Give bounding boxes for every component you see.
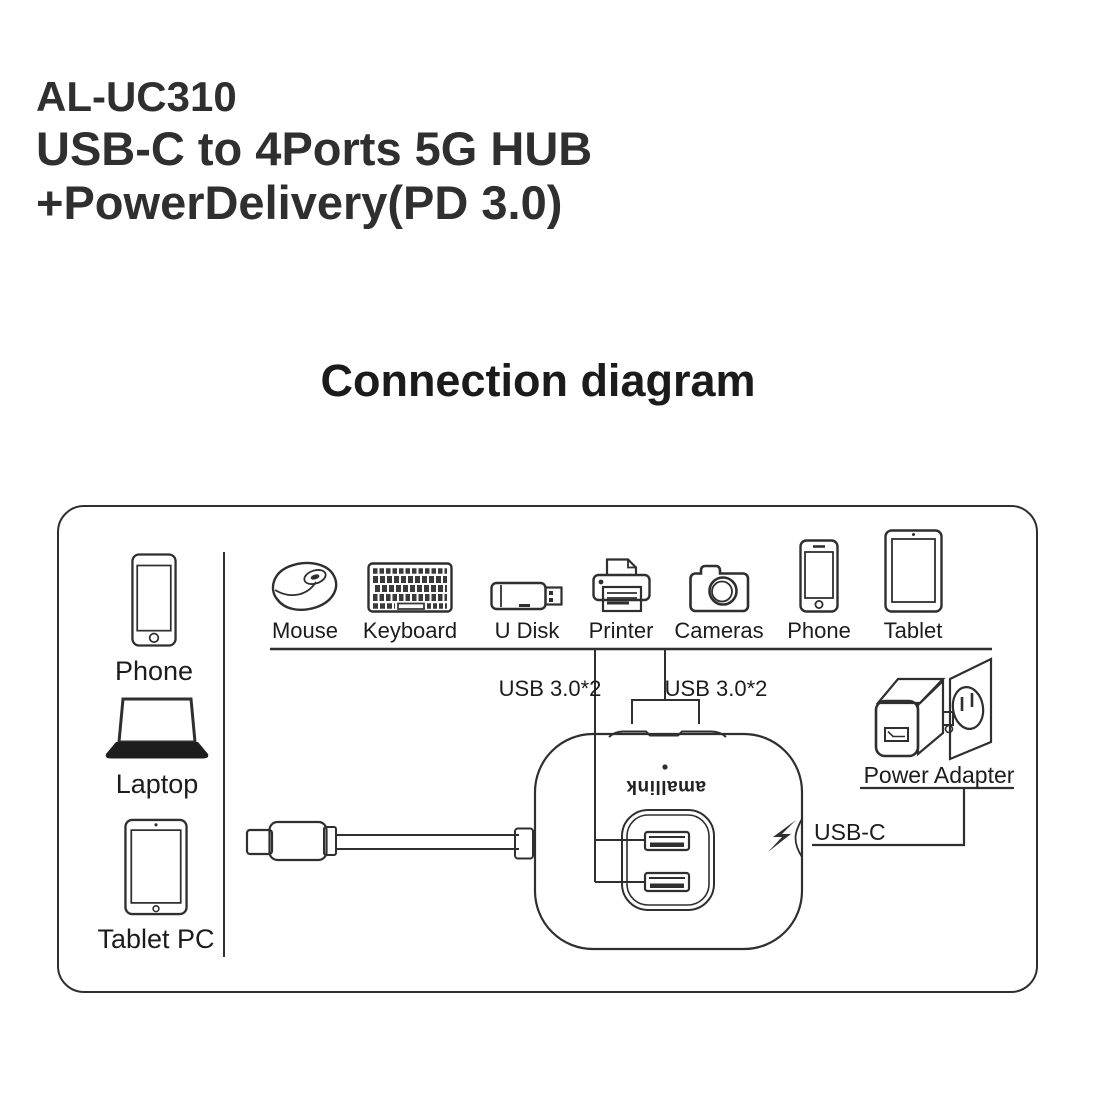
device-label: Keyboard <box>362 618 458 643</box>
icon-slot <box>799 527 839 613</box>
usb3-right-bracket <box>631 699 700 724</box>
hub-top-ports-lip <box>608 730 727 738</box>
laptop-icon <box>105 697 209 759</box>
power-adapter-label: Power Adapter <box>863 762 1015 788</box>
device-label: Tablet <box>883 618 943 643</box>
device-u-disk: U Disk <box>452 527 602 644</box>
device-printer: Printer <box>546 527 696 644</box>
adapter-usb-port-detail <box>887 730 905 738</box>
device-label: U Disk <box>494 618 560 643</box>
port-branch-lines <box>595 839 645 883</box>
icon-slot <box>268 527 342 613</box>
power-adapter-icon <box>874 657 993 761</box>
usb-a-port-1-tongue <box>650 842 684 847</box>
usb-a-port-2-tongue <box>650 883 684 888</box>
device-cameras: Cameras <box>644 527 794 644</box>
hub-usb-port-panel <box>621 809 715 911</box>
laptop-base <box>105 742 209 759</box>
usb-c-plug-body <box>268 820 328 862</box>
tablet-icon <box>883 529 943 613</box>
device-label: Tablet PC <box>97 924 215 954</box>
tablet-icon <box>124 818 188 916</box>
hub-led-dot <box>662 764 668 770</box>
connection-diagram-box: Phone Laptop Tablet PC <box>57 505 1038 993</box>
device-label: Phone <box>114 656 194 686</box>
usb-c-plug-tip <box>245 828 274 856</box>
outlet-slots <box>960 693 974 711</box>
icon-slot <box>883 527 943 613</box>
device-label: Phone <box>787 618 851 643</box>
adapter-top-face <box>875 677 946 705</box>
brand-logo-text: amallink <box>625 776 707 797</box>
usb-flash-drive-icon <box>490 581 563 611</box>
section-heading: Connection diagram <box>320 355 756 406</box>
outlet-screw <box>944 724 954 734</box>
device-phone-top: Phone <box>744 527 894 644</box>
keyboard-icon <box>367 562 453 613</box>
hub-icon <box>533 730 804 951</box>
connector-lines <box>245 647 1014 951</box>
device-phone-left: Phone <box>79 552 229 687</box>
device-label: Printer <box>588 618 654 643</box>
mouse-icon <box>271 561 338 611</box>
product-model: AL-UC310 <box>36 73 237 120</box>
device-keyboard: Keyboard <box>335 527 485 644</box>
cable-cord <box>336 834 519 850</box>
usb3-left-label: USB 3.0*2 <box>498 676 602 701</box>
usb3-right-label: USB 3.0*2 <box>664 676 768 701</box>
adapter-prong <box>942 711 954 726</box>
adapter-front-face <box>874 699 920 758</box>
left-column-divider <box>223 552 225 957</box>
camera-icon <box>688 564 749 613</box>
hub-right-notch <box>794 818 803 858</box>
icon-slot <box>367 527 453 613</box>
smartphone-icon <box>799 539 839 613</box>
usb-c-cable-icon <box>245 820 534 862</box>
device-label: Laptop <box>115 769 199 799</box>
product-title-line2: +PowerDelivery(PD 3.0) <box>36 176 563 229</box>
product-title-block: AL-UC310 USB-C to 4Ports 5G HUB +PowerDe… <box>36 72 592 230</box>
product-title-line1: USB-C to 4Ports 5G HUB <box>36 122 593 175</box>
icon-slot <box>591 527 651 613</box>
lightning-bolt-icon <box>768 820 796 852</box>
cable-hub-end <box>514 827 534 860</box>
icon-slot <box>490 527 564 613</box>
usb-a-port-1 <box>643 830 691 852</box>
smartphone-icon <box>131 553 177 647</box>
usbc-connector-line <box>812 788 966 847</box>
usb-c-label: USB-C <box>814 819 886 845</box>
adapter-side-face <box>916 678 945 757</box>
device-label: Cameras <box>674 618 764 643</box>
usb-a-port-2 <box>643 871 691 893</box>
device-laptop: Laptop <box>82 697 232 800</box>
plug-strain-relief <box>323 826 337 856</box>
outlet-socket <box>951 686 985 730</box>
device-tablet-top: Tablet <box>838 527 988 644</box>
device-tablet-pc: Tablet PC <box>81 818 231 955</box>
icon-slot <box>688 527 750 613</box>
wall-outlet-icon <box>948 657 993 761</box>
device-label: Mouse <box>271 618 339 643</box>
spacebar <box>397 602 425 610</box>
device-mouse: Mouse <box>230 527 380 644</box>
printer-icon <box>591 558 651 613</box>
adapter-usb-port <box>884 727 909 742</box>
